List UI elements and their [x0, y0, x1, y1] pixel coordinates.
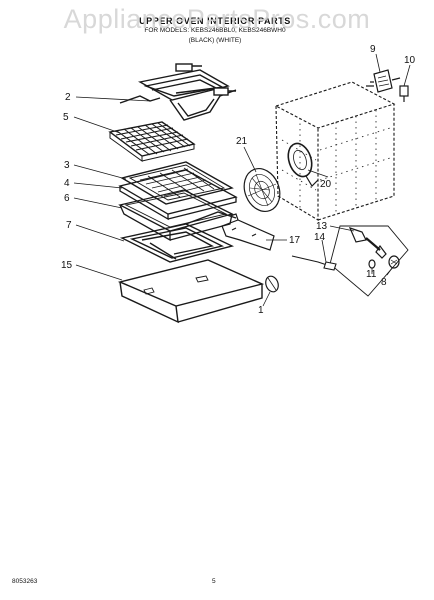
convection-fan-part [287, 142, 319, 187]
callout-11: 11 [366, 269, 377, 280]
page-title: UPPER OVEN INTERIOR PARTS FOR MODELS: KE… [115, 16, 315, 46]
title-colors: (BLACK) (WHITE) [188, 37, 242, 44]
oven-bottom-part [117, 259, 265, 324]
fan-guard-part [243, 168, 281, 212]
callout-6: 6 [64, 193, 70, 204]
callout-5: 5 [63, 112, 69, 123]
sensor-assembly-part [329, 225, 409, 297]
watermark-text: AppliancePartsPros.com [63, 4, 371, 34]
callout-2: 2 [65, 92, 71, 103]
callout-21: 21 [236, 136, 248, 147]
broiler-pan-rim-part [118, 169, 238, 221]
broiler-pan-insert-part [120, 161, 234, 205]
callout-17: 17 [289, 235, 301, 246]
callout-13: 13 [316, 221, 328, 232]
leader-lines [73, 53, 411, 307]
bracket-part [221, 213, 275, 251]
broil-element-part [119, 63, 237, 121]
callout-14: 14 [314, 232, 326, 243]
callout-20: 20 [320, 179, 332, 190]
callout-7: 7 [66, 220, 72, 231]
knob-part [265, 275, 279, 293]
title-models: FOR MODELS: KEBS246BBL0, KEBS246BWH0 [144, 27, 286, 34]
document-number: 8053263 [12, 578, 38, 585]
callout-8: 8 [381, 277, 387, 288]
callout-4: 4 [64, 178, 70, 189]
callout-9: 9 [370, 44, 376, 55]
callout-15: 15 [61, 260, 73, 271]
probe-wire-part [291, 255, 337, 271]
callout-10: 10 [404, 55, 416, 66]
fan-motor-part [366, 69, 409, 102]
oven-rack-part [108, 121, 196, 162]
page-number: 5 [212, 578, 216, 585]
title-heading: UPPER OVEN INTERIOR PARTS [139, 16, 291, 26]
broiler-pan-part [118, 189, 234, 242]
callout-3: 3 [64, 160, 70, 171]
callout-1: 1 [258, 305, 264, 316]
oven-cavity-outline [274, 81, 396, 221]
